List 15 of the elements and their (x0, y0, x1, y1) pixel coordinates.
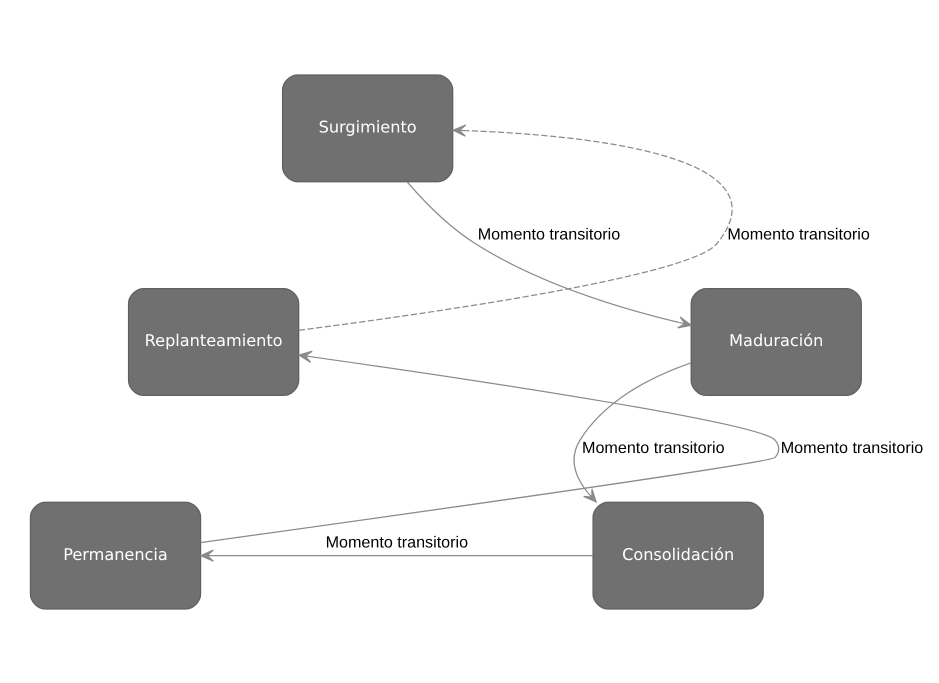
arrow (200, 548, 593, 562)
arrow (574, 362, 692, 502)
edge-label: Momento transitorio (727, 224, 870, 243)
arrow (406, 181, 692, 328)
edge-label: Momento transitorio (478, 224, 620, 243)
node-box: Maduración (690, 287, 862, 396)
edge-label: Momento transitorio (326, 532, 468, 551)
arrow (200, 350, 779, 543)
node-box: Consolidación (592, 501, 764, 610)
node-box: Replanteamiento (128, 287, 300, 396)
edge-label: Momento transitorio (582, 438, 725, 457)
edge-label: Momento transitorio (780, 438, 924, 457)
node-box: Permanencia (30, 501, 202, 610)
arrow (298, 124, 732, 330)
node-box: Surgimiento (282, 74, 454, 182)
